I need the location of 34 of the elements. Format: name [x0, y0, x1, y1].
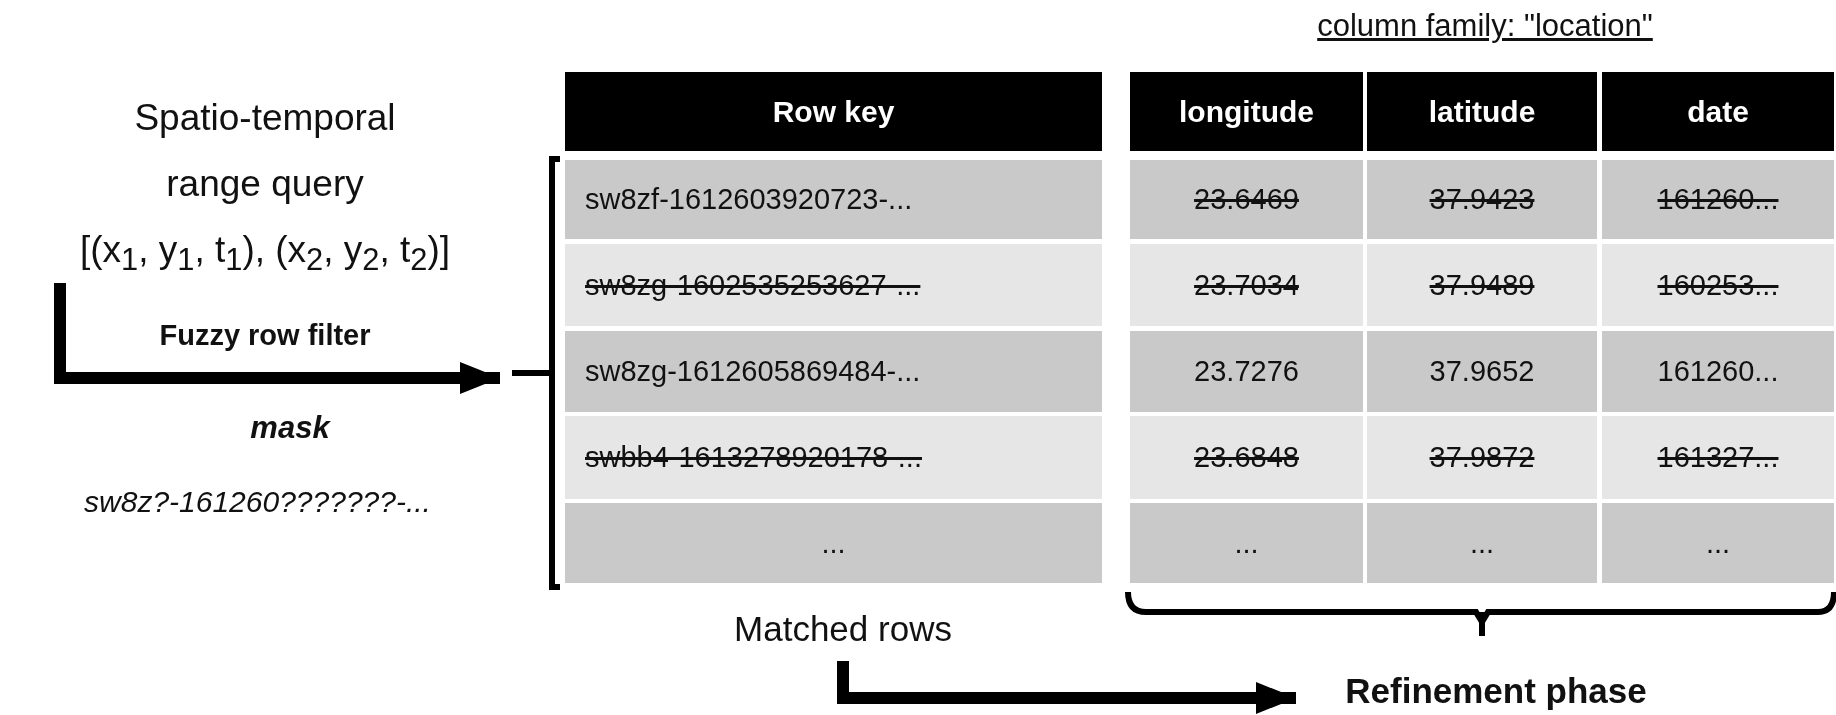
table-cell: sw8zg-1602535253627-...: [565, 244, 1102, 326]
elbow-arrow: [837, 661, 1296, 714]
table-cell: ...: [565, 503, 1102, 583]
table-cell: 23.6848: [1130, 416, 1363, 499]
phase-label: Refinement phase: [1344, 670, 1648, 712]
column-header: longitude: [1130, 72, 1363, 151]
table-cell: ...: [1367, 503, 1597, 583]
table-cell: swbb4-1613278920178-...: [565, 416, 1102, 499]
table-cell: 161260...: [1602, 331, 1834, 412]
elbow-arrow: [54, 283, 500, 394]
table-cell: ...: [1602, 503, 1834, 583]
table-cell: 161260...: [1602, 160, 1834, 239]
table-cell: 23.6469: [1130, 160, 1363, 239]
table-cell: sw8zf-1612603920723-...: [565, 160, 1102, 239]
table-cell: sw8zg-1612605869484-...: [565, 331, 1102, 412]
table-cell: 37.9489: [1367, 244, 1597, 326]
mask-label: mask: [249, 410, 332, 447]
table-cell: 37.9652: [1367, 331, 1597, 412]
table-cell: 37.9872: [1367, 416, 1597, 499]
column-header: latitude: [1367, 72, 1597, 151]
table-cell: 23.7276: [1130, 331, 1363, 412]
query-title: Spatio-temporal range query: [133, 96, 397, 206]
table-cell: ...: [1130, 503, 1363, 583]
table-cell: 161327...: [1602, 416, 1834, 499]
mask-pattern: sw8z?-161260???????-...: [83, 485, 432, 520]
caption-text: Matched rows: [733, 608, 953, 650]
table-cell: 160253...: [1602, 244, 1834, 326]
table-cell: 23.7034: [1130, 244, 1363, 326]
query-range: [(x$_{1}$, y$_{1}$, t$_{1}$), (x$_{2}$, y$_{2}$, t$_{2}$)]: [78, 228, 452, 280]
column-header: date: [1602, 72, 1834, 151]
column-header: Row key: [565, 72, 1102, 151]
edge-label: Fuzzy row filter: [158, 318, 372, 353]
column-family-heading: column family: "location": [1316, 8, 1654, 45]
table-cell: 37.9423: [1367, 160, 1597, 239]
